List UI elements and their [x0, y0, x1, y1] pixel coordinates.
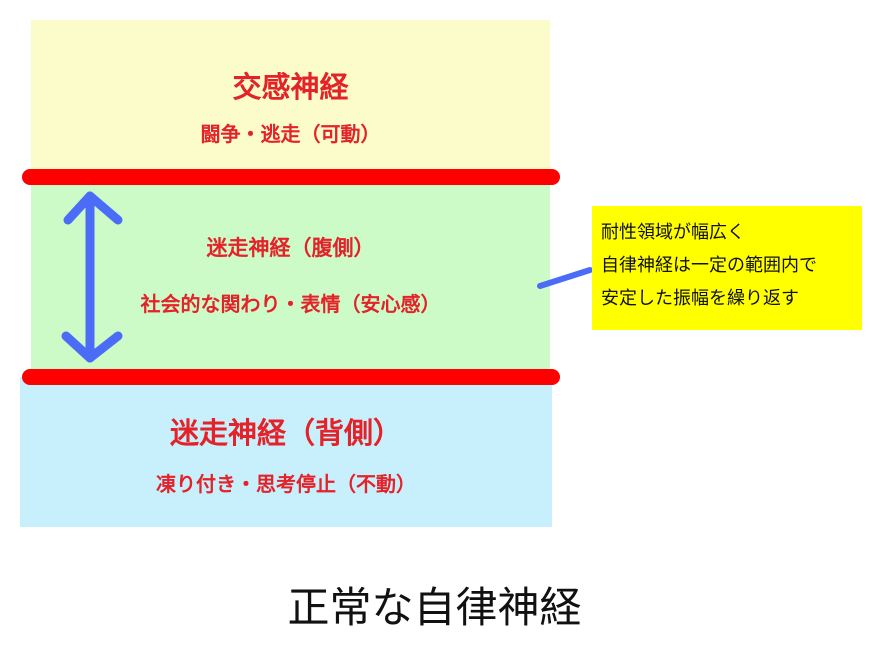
- callout-line: 耐性領域が幅広く: [601, 222, 745, 243]
- ventral-vagal-subtitle: 社会的な関わり・表情（安心感）: [140, 292, 441, 316]
- callout-note: 耐性領域が幅広く 自律神経は一定の範囲内で 安定した振幅を繰り返す: [592, 206, 862, 330]
- diagram-caption: 正常な自律神経: [287, 583, 582, 632]
- callout-connector: [537, 267, 593, 289]
- ventral-vagal-zone: [31, 177, 550, 377]
- sympathetic-title: 交感神経: [232, 70, 349, 104]
- sympathetic-subtitle: 闘争・逃走（可動）: [200, 122, 381, 146]
- dorsal-vagal-title: 迷走神経（背側）: [169, 416, 402, 450]
- callout-line: 自律神経は一定の範囲内で: [601, 255, 817, 276]
- sympathetic-zone: [31, 20, 550, 177]
- ventral-vagal-title: 迷走神経（腹側）: [206, 235, 375, 260]
- double-headed-arrow: [61, 191, 123, 363]
- dorsal-vagal-subtitle: 凍り付き・思考停止（不動）: [156, 472, 416, 496]
- callout-line: 安定した振幅を繰り返す: [601, 288, 799, 309]
- dorsal-vagal-zone: [20, 377, 552, 527]
